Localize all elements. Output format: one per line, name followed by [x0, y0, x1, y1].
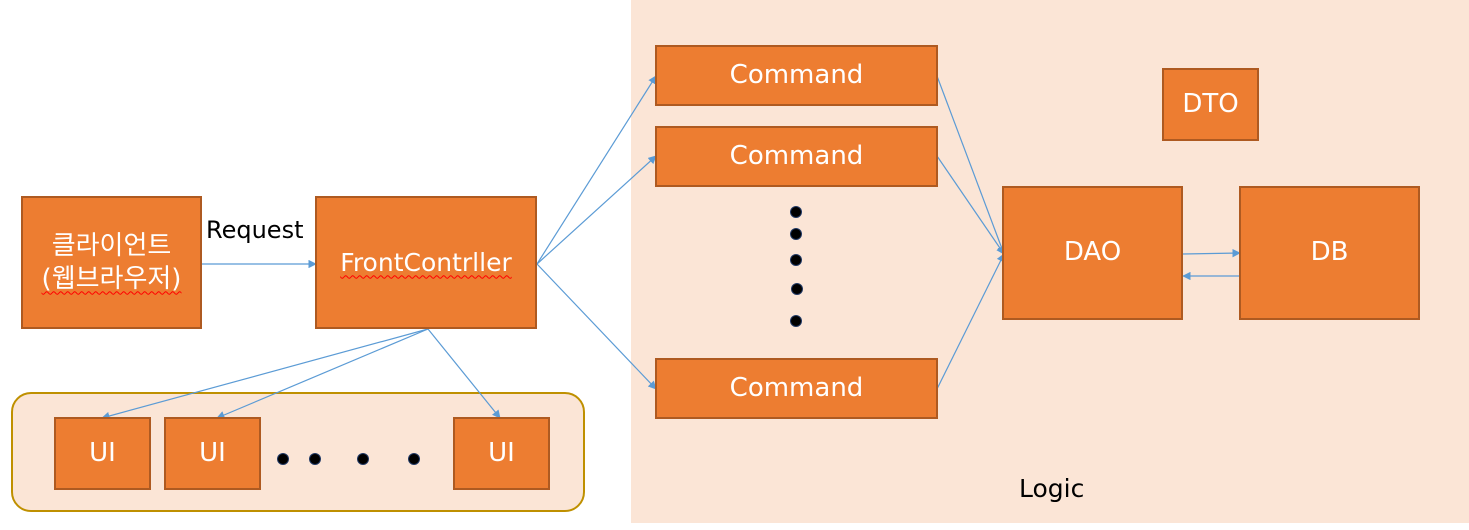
- command-box-2: Command: [655, 126, 938, 187]
- front-controller-label: FrontContrller: [340, 247, 512, 277]
- ui-box-2: UI: [164, 417, 261, 490]
- command-label: Command: [729, 59, 864, 90]
- command-box-3: Command: [655, 358, 938, 419]
- ui-box-3: UI: [453, 417, 550, 490]
- ui-box-1: UI: [54, 417, 151, 490]
- client-label-line1: 클라이언트: [51, 231, 172, 261]
- ellipsis-dot: [791, 316, 801, 326]
- arrow-fc-to-command-3: [536, 263, 657, 390]
- dao-label: DAO: [1063, 237, 1122, 268]
- dto-label: DTO: [1182, 88, 1239, 119]
- ellipsis-dot: [792, 284, 802, 294]
- command-label: Command: [729, 140, 864, 171]
- ellipsis-dot: [791, 255, 801, 265]
- client-label-line2: (웹브라우저): [41, 263, 182, 294]
- arrow-dao-to-db: [1182, 248, 1241, 258]
- db-label: DB: [1310, 237, 1349, 268]
- arrow-fc-to-ui-1: [101, 328, 429, 421]
- arrow-fc-to-ui-2: [216, 328, 429, 419]
- command-label: Command: [729, 372, 864, 403]
- ui-label: UI: [89, 437, 116, 468]
- dto-box: DTO: [1162, 68, 1259, 141]
- arrow-command-1-to-dao: [936, 75, 1006, 255]
- ellipsis-dot: [791, 229, 801, 239]
- ellipsis-dot: [310, 454, 320, 464]
- arrow-fc-to-command-1: [536, 75, 657, 265]
- ellipsis-dot: [791, 207, 801, 217]
- client-box: 클라이언트 (웹브라우저): [21, 196, 202, 329]
- ellipsis-dot: [358, 454, 368, 464]
- arrow-command-2-to-dao: [936, 155, 1005, 255]
- arrow-fc-to-command-2: [536, 155, 657, 265]
- logic-label: Logic: [1019, 474, 1085, 503]
- ellipsis-dot: [278, 454, 288, 464]
- ellipsis-dot: [409, 454, 419, 464]
- arrow-command-3-to-dao: [936, 253, 1005, 390]
- front-controller-box: FrontContrller: [315, 196, 537, 329]
- ui-label: UI: [199, 437, 226, 468]
- dao-box: DAO: [1002, 186, 1183, 320]
- ui-label: UI: [488, 437, 515, 468]
- request-label: Request: [206, 216, 304, 244]
- arrow-fc-to-ui-3: [427, 328, 501, 419]
- command-box-1: Command: [655, 45, 938, 106]
- db-box: DB: [1239, 186, 1420, 320]
